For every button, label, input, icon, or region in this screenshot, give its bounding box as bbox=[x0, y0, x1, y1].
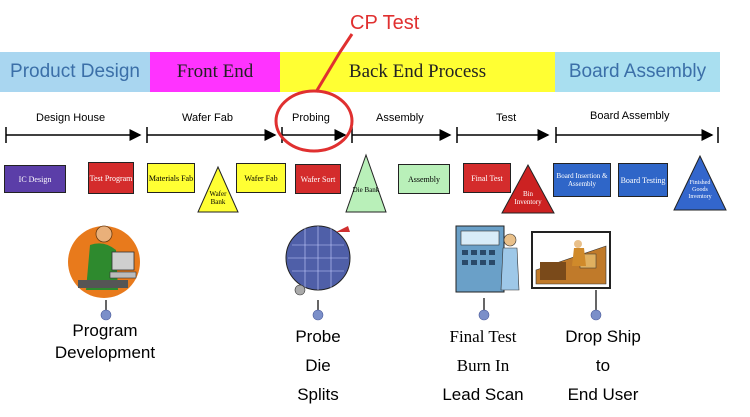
band-product-design-label: Product Design bbox=[10, 61, 140, 82]
step-final-test-label: Final Test bbox=[471, 173, 503, 183]
caption-probe: Probe Die Splits bbox=[268, 322, 368, 409]
caption-drop-ship: Drop Ship to End User bbox=[548, 322, 658, 409]
caption-final-test: Final Test Burn In Lead Scan bbox=[428, 322, 538, 409]
step-ic-design: IC Design bbox=[4, 165, 66, 193]
phase-assembly: Assembly bbox=[376, 112, 424, 124]
connector-dot-probe bbox=[312, 309, 324, 321]
finished-goods-label: Finished Goods Inventory bbox=[688, 180, 712, 200]
caption-drop-line-2: to bbox=[595, 356, 611, 375]
caption-program-development: Program Development bbox=[40, 320, 170, 364]
connector-dot-program bbox=[100, 309, 112, 321]
drop-ship-illustration bbox=[531, 231, 611, 289]
wafer-probe-illustration bbox=[285, 225, 351, 296]
phase-design-house: Design House bbox=[36, 112, 106, 124]
connector-dot-final bbox=[478, 309, 490, 321]
step-board-testing-label: Board Testing bbox=[620, 175, 666, 185]
band-product-design: Product Design bbox=[0, 52, 150, 92]
connector-dot-drop bbox=[590, 309, 602, 321]
test-equipment-illustration bbox=[455, 225, 520, 293]
caption-final-line-2: Burn In bbox=[456, 356, 510, 375]
step-materials-fab: Materials Fab bbox=[147, 163, 195, 193]
step-ic-design-label: IC Design bbox=[18, 174, 52, 184]
step-test-program: Test Program bbox=[88, 162, 134, 194]
step-wafer-fab-label: Wafer Fab bbox=[244, 173, 278, 183]
phase-wafer-fab: Wafer Fab bbox=[182, 112, 233, 124]
step-assembly-label: Assembly bbox=[408, 174, 440, 184]
step-test-program-label: Test Program bbox=[89, 173, 133, 183]
bin-inventory-label: Bin Inventory bbox=[514, 190, 542, 206]
step-board-insertion: Board Insertion & Assembly bbox=[553, 163, 611, 197]
band-board-assembly-label: Board Assembly bbox=[568, 61, 707, 82]
band-front-end-label: Front End bbox=[176, 61, 254, 82]
die-bank-label: Die Bank bbox=[352, 186, 380, 194]
wafer-bank-label: Wafer Bank bbox=[209, 190, 227, 206]
caption-program-line-1: Program bbox=[72, 321, 138, 340]
cp-test-callout bbox=[274, 33, 354, 153]
caption-drop-line-3: End User bbox=[567, 385, 639, 404]
phase-probing: Probing bbox=[292, 112, 330, 124]
programmer-illustration bbox=[68, 225, 140, 298]
caption-probe-line-2: Die bbox=[305, 356, 331, 375]
cp-test-callout-label: CP Test bbox=[350, 12, 420, 34]
step-board-insertion-label: Board Insertion & Assembly bbox=[556, 172, 608, 188]
band-board-assembly: Board Assembly bbox=[555, 52, 720, 92]
step-wafer-sort-label: Wafer Sort bbox=[300, 174, 336, 184]
step-assembly: Assembly bbox=[398, 164, 450, 194]
timeline bbox=[5, 127, 719, 143]
step-wafer-sort: Wafer Sort bbox=[295, 164, 341, 194]
step-materials-fab-label: Materials Fab bbox=[148, 173, 194, 183]
step-wafer-fab: Wafer Fab bbox=[236, 163, 286, 193]
band-back-end-process: Back End Process bbox=[280, 52, 555, 92]
band-back-end-process-label: Back End Process bbox=[348, 61, 487, 82]
die-bank-triangle bbox=[345, 153, 387, 213]
wafer-bank-triangle bbox=[197, 165, 239, 213]
caption-probe-line-3: Splits bbox=[297, 385, 339, 404]
finished-goods-triangle bbox=[673, 154, 727, 211]
phase-test: Test bbox=[496, 112, 517, 124]
step-board-testing: Board Testing bbox=[618, 163, 668, 197]
step-final-test: Final Test bbox=[463, 163, 511, 193]
band-front-end: Front End bbox=[150, 52, 280, 92]
phase-board-assembly: Board Assembly bbox=[590, 110, 670, 122]
caption-final-line-1: Final Test bbox=[449, 327, 517, 346]
bin-inventory-triangle bbox=[501, 163, 555, 214]
caption-drop-line-1: Drop Ship bbox=[565, 327, 641, 346]
caption-program-line-2: Development bbox=[54, 343, 156, 362]
caption-probe-line-1: Probe bbox=[295, 327, 341, 346]
caption-final-line-3: Lead Scan bbox=[442, 385, 524, 404]
